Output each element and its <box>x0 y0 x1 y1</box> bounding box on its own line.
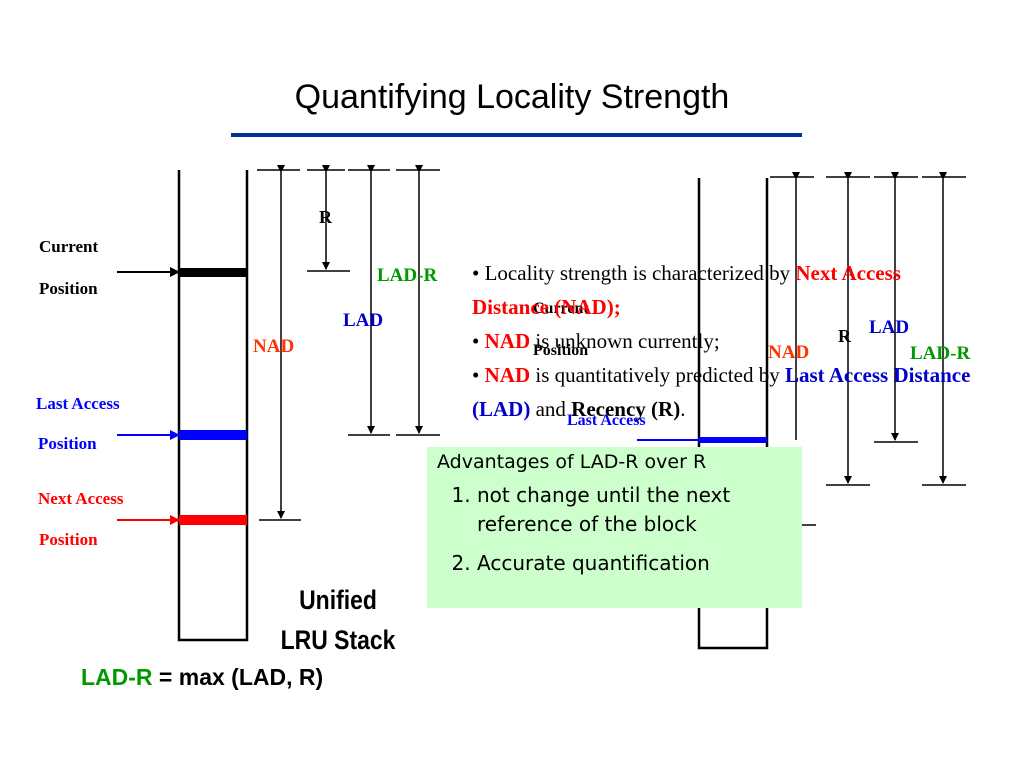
formula: LAD-R = max (LAD, R) <box>81 664 323 691</box>
bullet-2-text: is unknown currently; <box>530 329 720 353</box>
unified-lru-stack-caption: Unified LRU Stack <box>279 580 398 660</box>
right-r-label: R <box>838 326 851 346</box>
bullet-3-and: and <box>530 397 572 421</box>
bullet-3-lad: Last Access Distance (LAD) <box>472 363 971 421</box>
advantage-item-1: not change until the next reference of t… <box>477 481 792 539</box>
advantages-box: Advantages of LAD-R over R not change un… <box>427 447 802 608</box>
next-access-marker <box>179 515 247 525</box>
bullet-3-highlight: NAD <box>484 363 531 387</box>
right-current-label-line1: Current <box>533 300 589 317</box>
bullet-list: • Locality strength is characterized by … <box>472 256 972 426</box>
nad-label: NAD <box>253 336 295 357</box>
lad-r-label: LAD-R <box>377 265 438 286</box>
bullet-2-highlight: NAD <box>484 329 531 353</box>
bullet-3-end: . <box>680 397 686 421</box>
last-access-label-line2: Position <box>38 434 97 453</box>
bullet-3-prefix: • <box>472 363 485 387</box>
right-current-label-line2: Position <box>533 342 589 359</box>
bullet-3-text: is quantitatively predicted by <box>530 363 785 387</box>
lad-label: LAD <box>343 310 384 331</box>
current-label-line1: Current <box>39 237 99 256</box>
advantages-list: not change until the next reference of t… <box>437 481 792 578</box>
next-access-label-line1: Next Access <box>38 489 124 508</box>
next-access-label-line2: Position <box>39 530 98 549</box>
formula-rhs: = max (LAD, R) <box>152 664 324 690</box>
unified-caption-line2: LRU Stack <box>280 625 396 655</box>
unified-caption-line1: Unified <box>299 585 377 615</box>
right-stack <box>637 172 966 650</box>
bullet-1-text: • Locality strength is characterized by <box>472 261 796 285</box>
bullet-3-recency: Recency (R) <box>571 397 681 421</box>
slide-title: Quantifying Locality Strength <box>294 78 730 116</box>
advantages-title: Advantages of LAD-R over R <box>437 451 707 473</box>
right-nad-label: NAD <box>768 342 810 363</box>
left-stack <box>117 165 440 642</box>
current-label-line2: Position <box>39 279 98 298</box>
formula-lhs: LAD-R <box>81 664 153 690</box>
right-lad-r-label: LAD-R <box>910 343 971 364</box>
right-last-access-label: Last Access <box>567 412 646 429</box>
current-position-marker <box>179 268 247 277</box>
right-lad-label: LAD <box>869 317 910 338</box>
r-label: R <box>319 207 332 227</box>
bullet-2-prefix: • <box>472 329 485 353</box>
advantage-item-2: Accurate quantification <box>477 549 792 578</box>
last-access-label-line1: Last Access <box>36 394 120 413</box>
last-access-marker <box>179 430 247 440</box>
bullet-1-highlight: Next Access Distance (NAD); <box>472 261 901 319</box>
